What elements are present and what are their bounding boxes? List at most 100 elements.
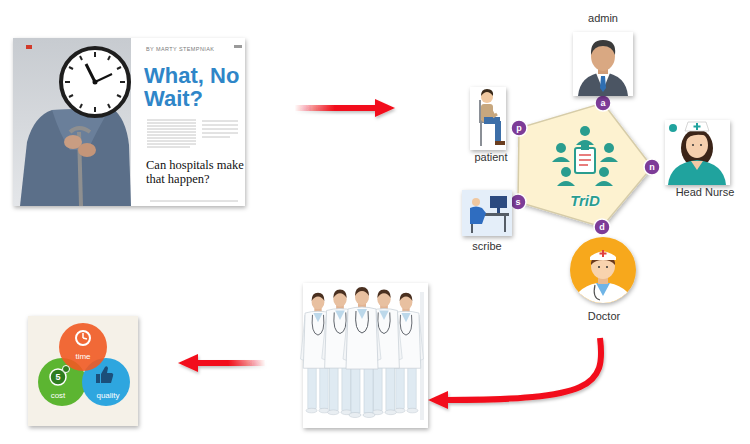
nurse-icon-part [685, 122, 709, 131]
node-text: Head Nurse [664, 186, 746, 199]
magazine-illustration-part-part [80, 104, 82, 108]
node-text: d [594, 219, 610, 235]
node-text: p [511, 120, 527, 136]
callout-number: 5 [52, 371, 64, 383]
trid-diagram: andspadminHead NurseDoctorscribepatientT… [395, 8, 748, 336]
magazine-illustration-part-part [69, 67, 73, 69]
flow-arrow [178, 354, 303, 372]
trid-pentagon-part-part [557, 181, 575, 186]
magazine-illustration-part [20, 108, 131, 206]
trid-pentagon-part-part [552, 157, 570, 162]
doctors-photo-part [343, 287, 381, 418]
magazine-illustration-part-part [147, 126, 196, 127]
magazine-illustration-part-part [147, 123, 196, 124]
patient-icon-part [495, 121, 501, 142]
text-slot: Can hospitals make that happen? [146, 158, 244, 186]
arrow-head [375, 99, 395, 117]
trid-pentagon-part-part [595, 181, 613, 186]
text-slot: Head Nurse [664, 186, 746, 199]
arrow-head [178, 354, 198, 372]
magazine-illustration-part-part [94, 52, 96, 57]
trid-pentagon-part-part [579, 159, 591, 161]
text-slot: patient [464, 151, 518, 164]
venn-illustration-part [59, 323, 107, 371]
magazine-spread: BY MARTY STEMPNIAK What, No Wait? Can hosp… [13, 38, 245, 206]
patient-icon-part [481, 89, 493, 96]
doctor-icon-part [572, 282, 634, 306]
magazine-illustration-part [26, 45, 32, 49]
arrow-head [428, 391, 448, 409]
magazine-illustration-part-part [65, 81, 70, 83]
magazine-illustration-part-part [202, 137, 230, 138]
scribe-icon-part [490, 196, 507, 208]
magazine-illustration-part-part [147, 135, 196, 136]
trid-pentagon-part-part [576, 140, 594, 145]
magazine-illustration-part-part [202, 121, 238, 122]
nurse-icon-part [686, 132, 708, 158]
node-text: Doctor [568, 310, 640, 323]
doctors-photo [301, 283, 428, 428]
role-badge: n [644, 159, 660, 177]
patient-icon-part [480, 123, 482, 146]
trid-pentagon-part [518, 103, 652, 227]
trid-pentagon-part [510, 95, 660, 235]
node-text: TriD [545, 192, 625, 210]
role-icon: admin [570, 12, 636, 104]
magazine-illustration [13, 38, 245, 206]
trid-pentagon-part-part [580, 126, 590, 136]
trid-pentagon-part-part [510, 194, 526, 210]
magazine-illustration-part-part [147, 144, 196, 145]
node-text: n [644, 159, 660, 175]
venn-illustration-part [63, 366, 70, 373]
magazine-illustration-part-part [147, 120, 196, 121]
admin-icon-part [591, 40, 615, 55]
magazine-illustration-part [78, 143, 96, 157]
node-text: patient [464, 151, 518, 164]
scribe-icon-part [504, 216, 506, 232]
patient-icon-part [490, 108, 497, 116]
magazine-illustration-part [86, 64, 95, 82]
node-text: What, No Wait? [144, 64, 246, 110]
role-badge: a [595, 95, 611, 113]
magazine-illustration-part-part [202, 129, 238, 130]
venn-circle: cost [38, 358, 86, 406]
trid-pentagon-part-part [600, 157, 618, 162]
trid-pentagon-part [575, 148, 595, 173]
venn-circle: quality [82, 358, 130, 406]
node-text: Can hospitals make that happen? [146, 158, 244, 186]
magazine-illustration-part-part [147, 147, 190, 148]
trid-pentagon [510, 95, 660, 235]
magazine-illustration-part [61, 48, 129, 116]
nurse-icon-part [692, 144, 694, 146]
doctor-icon [570, 237, 636, 306]
scribe-icon-part [462, 190, 512, 236]
nurse-icon-part [694, 126, 701, 128]
admin-icon-part [573, 32, 633, 96]
trid-pentagon-part-part [595, 95, 611, 111]
venn-illustration-part [96, 374, 100, 383]
scribe-icon-part [471, 224, 473, 233]
text-slot: a [595, 95, 611, 111]
magazine-illustration-part-part [147, 129, 196, 130]
scribe-icon-part [470, 207, 486, 225]
node-text: time [59, 352, 107, 362]
magazine-illustration-part [95, 74, 112, 82]
venn-box: time cost quality 5 [28, 316, 178, 426]
node-text: cost [38, 391, 78, 401]
nurse-icon-part [665, 120, 730, 185]
magazine-illustration-part-part [147, 141, 196, 142]
text-slot: n [644, 159, 660, 175]
admin-icon-part [578, 72, 628, 96]
node-text: admin [570, 12, 636, 25]
magazine-illustration-part-part [120, 81, 125, 83]
magazine-illustration-part-part [108, 56, 110, 60]
text-slot: p [511, 120, 527, 136]
doctor-icon-part [598, 266, 600, 268]
scribe-icon [462, 190, 512, 236]
trid-pentagon-part-part [644, 159, 660, 175]
doctor-icon-part-part [596, 283, 610, 296]
trid-pentagon-part [581, 145, 589, 150]
text-slot: BY MARTY STEMPNIAK [146, 46, 241, 53]
